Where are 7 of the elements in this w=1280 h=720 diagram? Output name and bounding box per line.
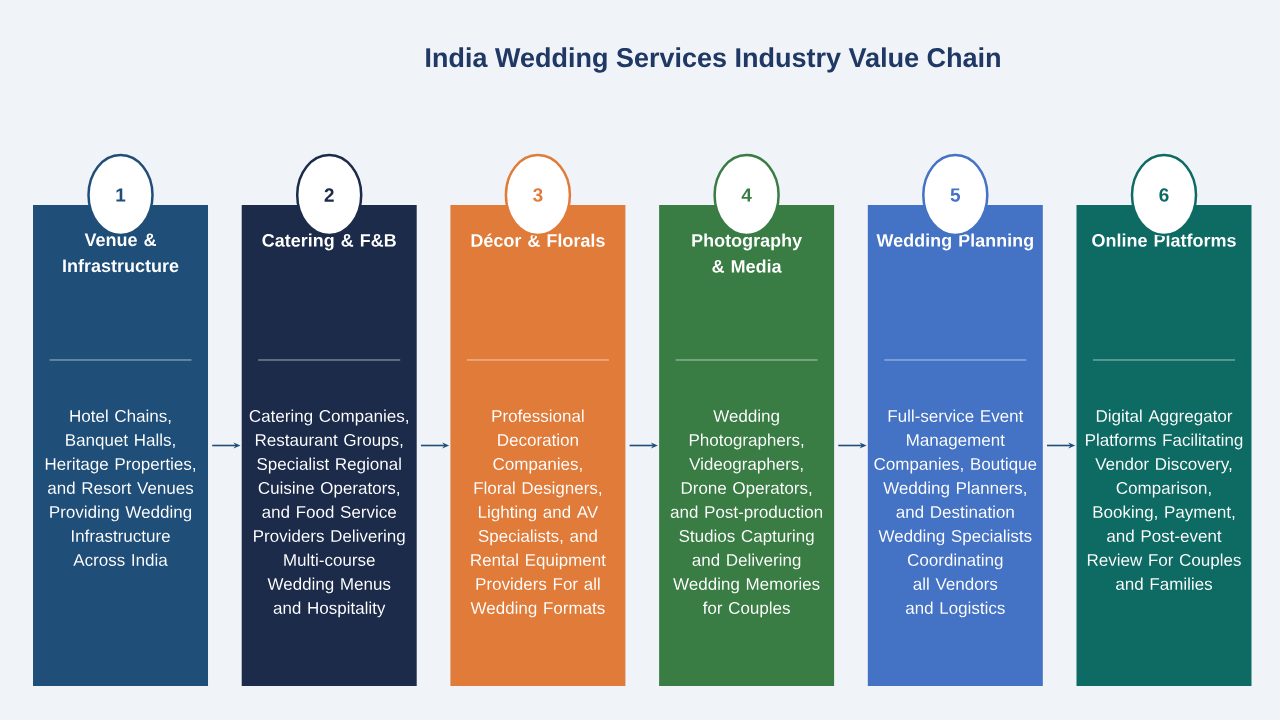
stage-column: Venue & Infrastructure Hotel Chains, Banquet Halls, Heritage Properties, and Resort Venues Providing Wedding Infrastructure Across India xyxy=(33,205,208,686)
stage-column: Online Platforms Digital Aggregator Platforms Facilitating Vendor Discovery, Comparison, Booking, Payment, and Post-event Review For Couples and Families xyxy=(1076,205,1252,686)
stage-column: Wedding Planning Full-service Event Management Companies, Boutique Wedding Planners, and Destination Wedding Specialists Coordinating all Vendors and Logistics xyxy=(867,205,1043,686)
title: India Wedding Services Industry Value Chain xyxy=(426,47,1000,73)
stage-column: Photography & Media Wedding Photographers, Videographers, Drone Operators, and Post-production Studios Capturing and Delivering Wedding Memories for Couples xyxy=(659,205,835,686)
stage-column: Décor & Florals Professional Decoration Companies, Floral Designers, Lighting and AV Specialists, and Rental Equipment Providers For all Wedding Formats xyxy=(450,205,626,686)
stage-column: Catering & F&B Catering Companies, Restaurant Groups, Specialist Regional Cuisine Operators, and Food Service Providers Delivering Multi-course Wedding Menus and Hospitality xyxy=(241,205,417,686)
